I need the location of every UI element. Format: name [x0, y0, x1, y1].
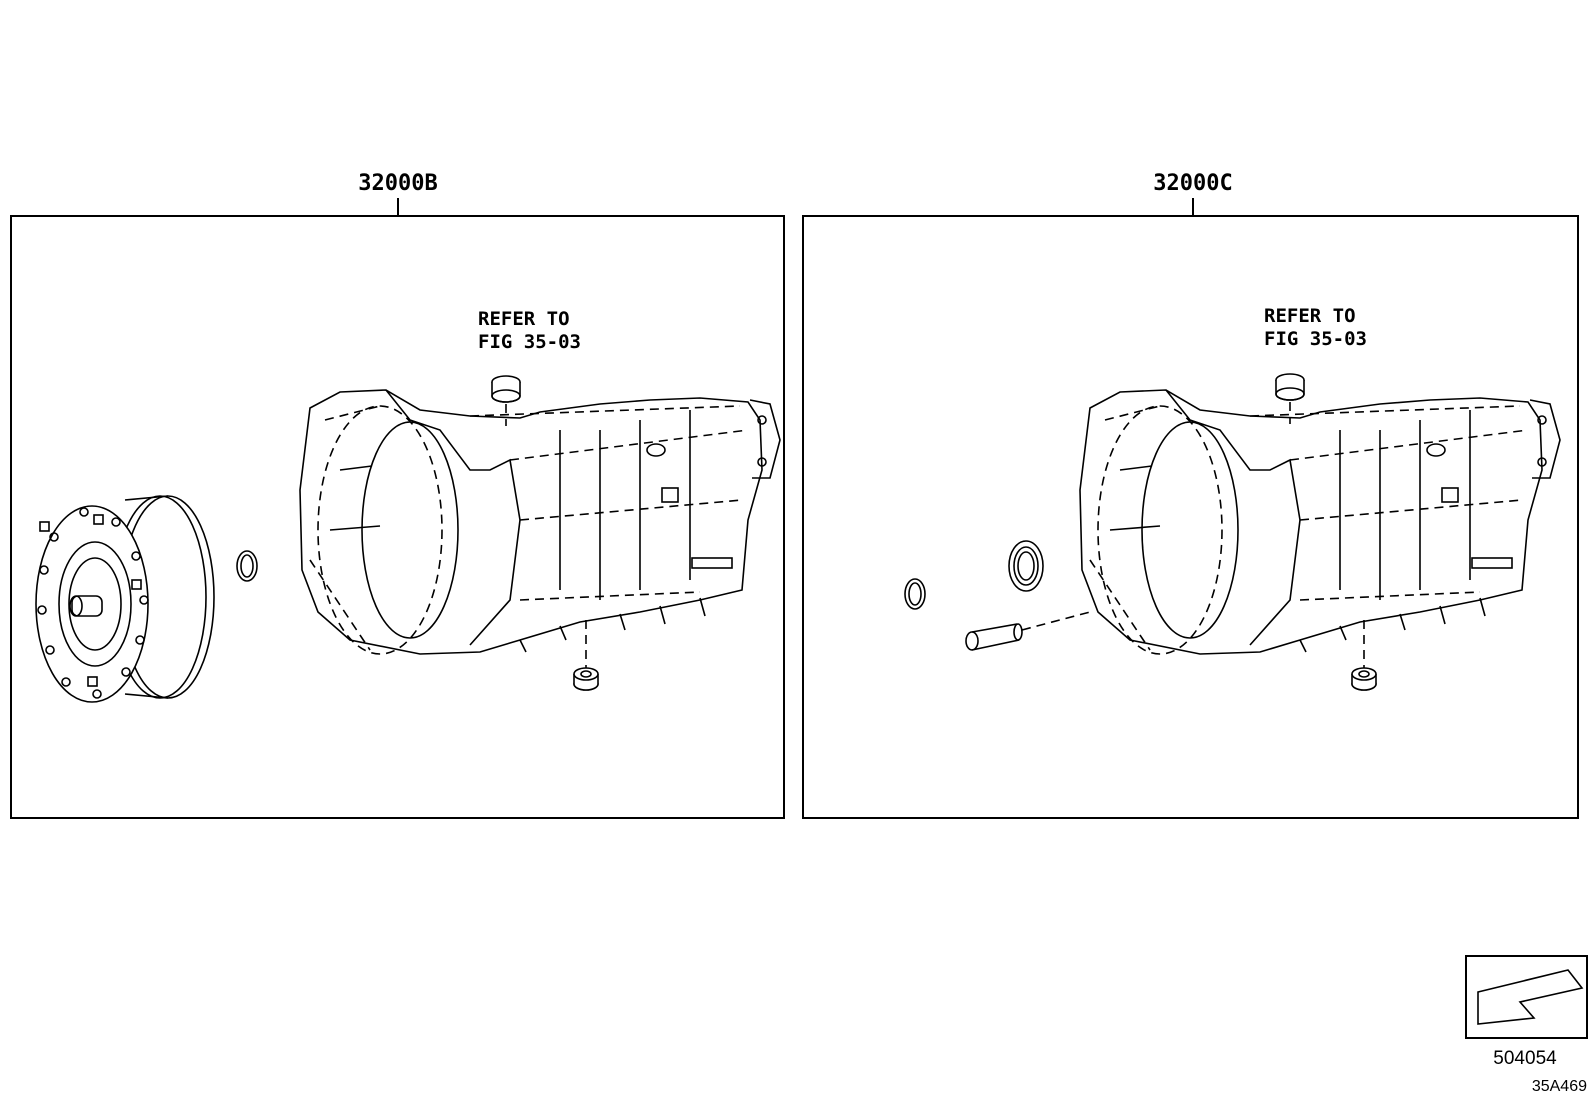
part-number-label-left[interactable]: 32000B [358, 171, 437, 196]
direction-icon-box [1465, 955, 1588, 1039]
panel-left: REFER TO FIG 35-03 [35, 308, 781, 703]
panel-right: REFER TO FIG 35-03 [904, 305, 1561, 691]
bolt-icon[interactable] [965, 623, 1023, 651]
drain-plug-icon[interactable] [1351, 667, 1377, 691]
transmission-case-icon[interactable] [1079, 389, 1561, 670]
part-number-label-right[interactable]: 32000C [1153, 171, 1232, 196]
direction-arrow-icon [1477, 969, 1584, 1025]
plug-icon[interactable] [491, 375, 521, 403]
transmission-case-icon[interactable] [299, 389, 781, 670]
oil-seal-icon[interactable] [1008, 540, 1044, 592]
refer-to-callout-line2-left[interactable]: FIG 35-03 [478, 331, 581, 353]
refer-to-callout-line2-right[interactable]: FIG 35-03 [1264, 328, 1367, 350]
panel-frame-left [10, 215, 785, 819]
torque-converter-icon[interactable] [35, 495, 215, 703]
o-ring-icon[interactable] [904, 578, 926, 610]
drain-plug-icon[interactable] [573, 667, 599, 691]
figure-code: 35A469 [1532, 1078, 1587, 1095]
refer-to-callout-line1-right[interactable]: REFER TO [1264, 305, 1356, 327]
diagram-number: 504054 [1493, 1048, 1557, 1069]
o-ring-icon[interactable] [236, 550, 258, 582]
panel-frame-right [802, 215, 1579, 819]
plug-icon[interactable] [1275, 373, 1305, 401]
refer-to-callout-line1-left[interactable]: REFER TO [478, 308, 570, 330]
